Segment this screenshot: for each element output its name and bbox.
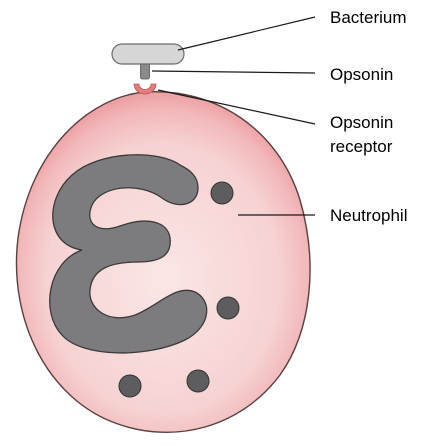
opsonin-label: Opsonin — [330, 65, 393, 84]
bacterium-label: Bacterium — [330, 8, 407, 27]
granule — [211, 182, 233, 204]
opsonin-receptor-label-line2: receptor — [330, 137, 393, 156]
opsonin — [141, 63, 150, 79]
granule — [119, 375, 141, 397]
opsonin-leader-line — [152, 71, 315, 73]
opsonin-receptor-label-line1: Opsonin — [330, 113, 393, 132]
bacterium — [112, 44, 184, 64]
granule — [217, 297, 239, 319]
granule — [187, 370, 209, 392]
bacterium-leader-line — [178, 17, 315, 50]
neutrophil-cell — [16, 92, 310, 433]
neutrophil-label: Neutrophil — [330, 206, 408, 225]
